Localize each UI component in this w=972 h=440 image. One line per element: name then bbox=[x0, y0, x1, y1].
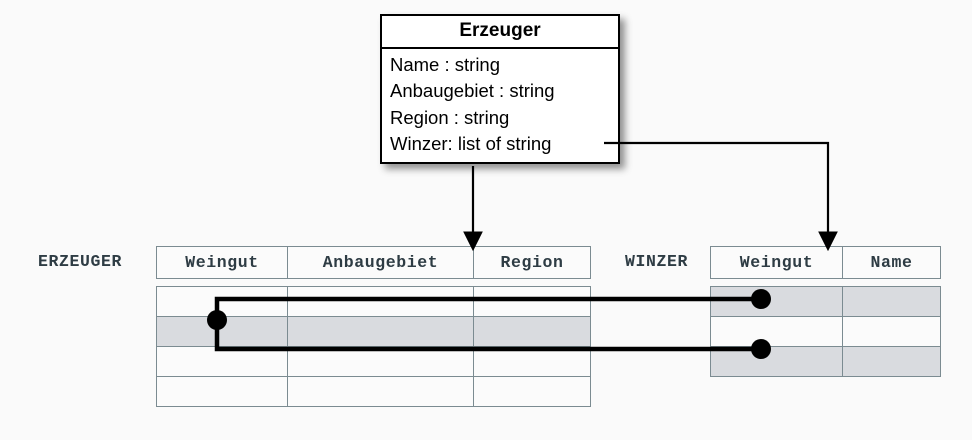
table-cell bbox=[842, 346, 941, 377]
table-row[interactable] bbox=[710, 316, 941, 347]
winzer-column-weingut: Weingut bbox=[710, 246, 843, 279]
table-cell bbox=[156, 346, 288, 377]
winzer-column-name: Name bbox=[842, 246, 941, 279]
erzeuger-table-header: Weingut Anbaugebiet Region bbox=[156, 246, 591, 279]
winzer-table-header: Weingut Name bbox=[710, 246, 941, 279]
erzeuger-column-weingut: Weingut bbox=[156, 246, 288, 279]
erzeuger-column-region: Region bbox=[473, 246, 591, 279]
uml-attribute-name: Name : string bbox=[390, 53, 501, 75]
winzer-table-label: WINZER bbox=[625, 252, 689, 271]
table-cell bbox=[287, 376, 474, 407]
table-cell bbox=[473, 376, 591, 407]
table-cell bbox=[287, 316, 474, 347]
table-header-row: Weingut Name bbox=[710, 246, 941, 279]
table-cell bbox=[842, 316, 941, 347]
table-cell bbox=[156, 376, 288, 407]
table-cell bbox=[710, 346, 843, 377]
table-cell bbox=[156, 316, 288, 347]
table-cell bbox=[473, 286, 591, 317]
table-header-row: Weingut Anbaugebiet Region bbox=[156, 246, 591, 279]
table-cell bbox=[287, 286, 474, 317]
winzer-table-body bbox=[710, 286, 941, 377]
erzeuger-table-body bbox=[156, 286, 591, 407]
table-row[interactable] bbox=[156, 346, 591, 377]
table-cell bbox=[287, 346, 474, 377]
table-row[interactable] bbox=[710, 286, 941, 317]
table-row[interactable] bbox=[710, 346, 941, 377]
table-cell bbox=[473, 316, 591, 347]
table-row[interactable] bbox=[156, 316, 591, 347]
uml-attribute-region: Region : string bbox=[390, 106, 510, 128]
uml-class-erzeuger: Erzeuger Name : string Anbaugebiet : str… bbox=[380, 14, 620, 164]
uml-attribute-anbaugebiet: Anbaugebiet : string bbox=[390, 80, 555, 102]
table-cell bbox=[473, 346, 591, 377]
table-cell bbox=[710, 316, 843, 347]
table-cell bbox=[842, 286, 941, 317]
erzeuger-table-label: ERZEUGER bbox=[38, 252, 123, 271]
table-cell bbox=[156, 286, 288, 317]
uml-attribute-list: Name : string Anbaugebiet : string Regio… bbox=[382, 49, 618, 162]
table-row[interactable] bbox=[156, 376, 591, 407]
winzer-mapping-arrow bbox=[604, 141, 838, 252]
uml-attribute-winzer: Winzer: list of string bbox=[390, 133, 552, 155]
table-cell bbox=[710, 286, 843, 317]
uml-class-title: Erzeuger bbox=[382, 16, 618, 49]
table-row[interactable] bbox=[156, 286, 591, 317]
erzeuger-column-anbaugebiet: Anbaugebiet bbox=[287, 246, 474, 279]
